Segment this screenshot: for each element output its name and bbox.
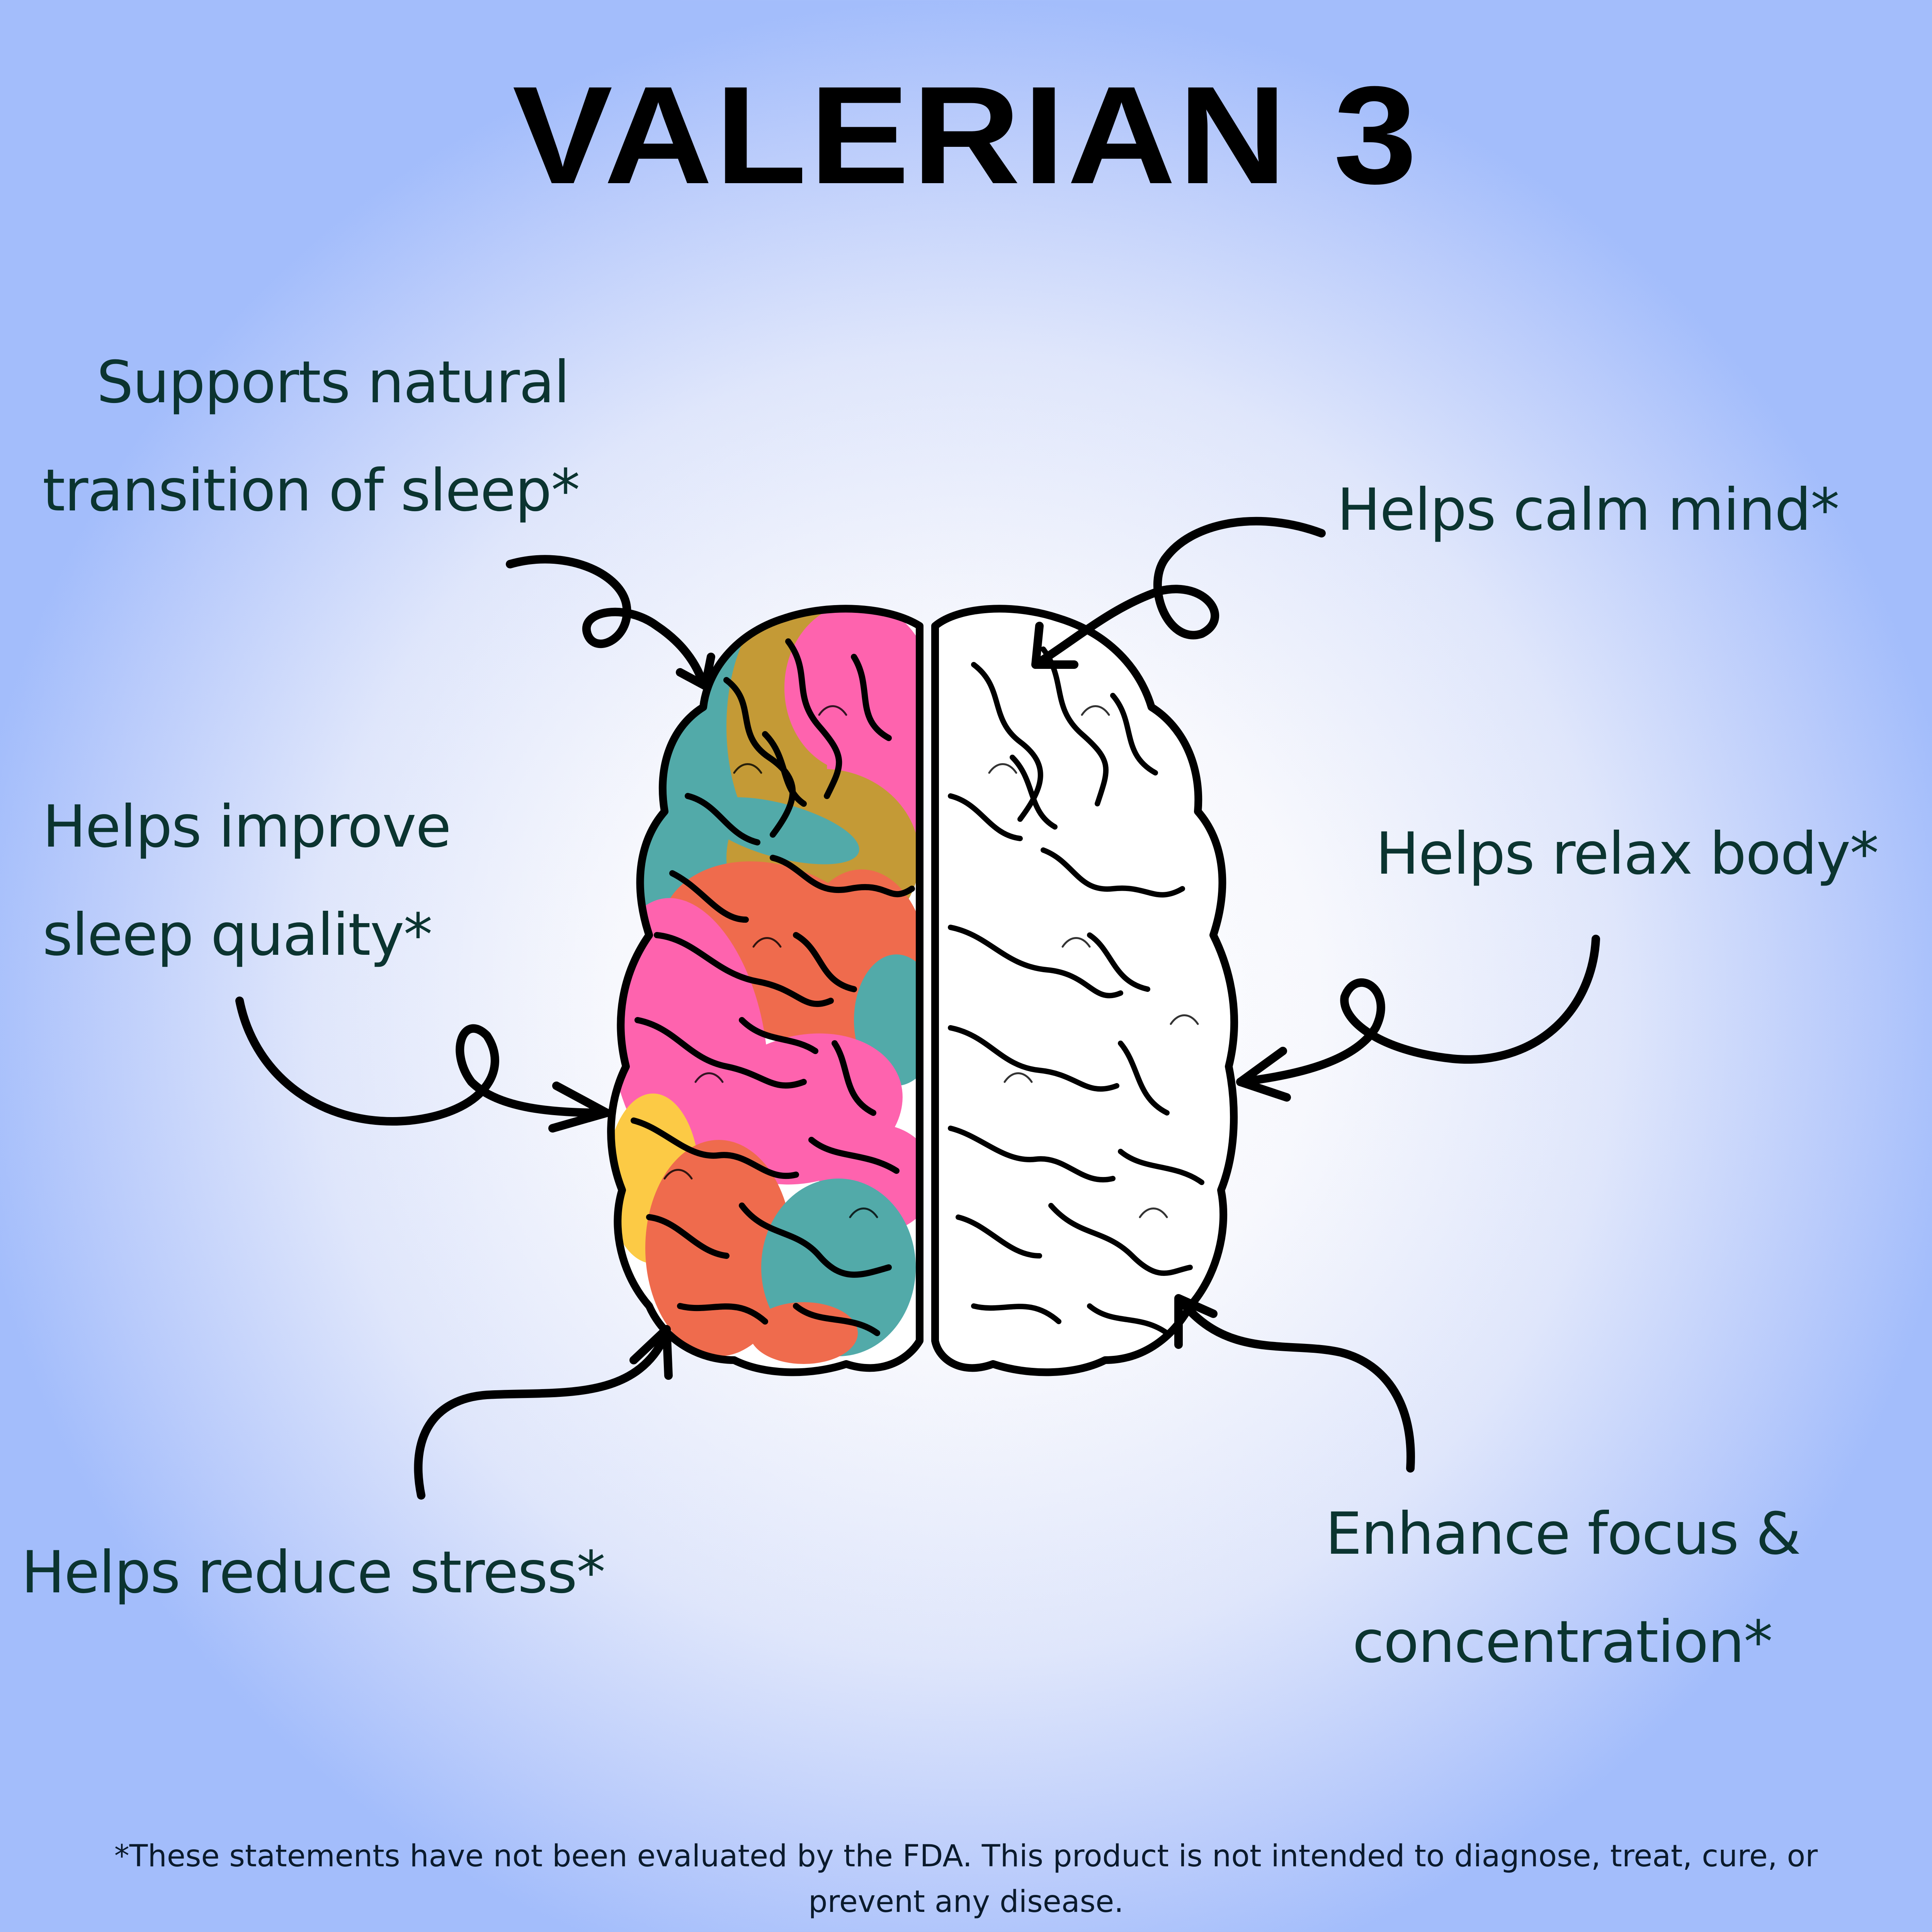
benefit-line: Helps improve [43, 793, 451, 861]
benefit-line: concentration* [1352, 1609, 1773, 1676]
benefit-line: Helps reduce stress* [21, 1539, 605, 1606]
fda-disclaimer: *These statements have not been evaluate… [0, 1833, 1932, 1925]
disclaimer-line: *These statements have not been evaluate… [114, 1839, 1818, 1874]
benefit-line: Helps relax body* [1376, 820, 1879, 888]
benefit-line: Helps calm mind* [1337, 476, 1840, 544]
benefit-relax-body: Helps relax body* [1376, 800, 1879, 908]
benefit-line: Supports natural [97, 349, 570, 416]
page-title: VALERIAN 3 [512, 58, 1420, 213]
left-hemisphere [607, 605, 923, 1376]
benefit-calm-mind: Helps calm mind* [1337, 456, 1840, 564]
arrow-natural-transition-icon [506, 555, 707, 688]
benefit-natural-transition: Supports natural transition of sleep* [43, 328, 580, 545]
arrow-calm-mind-icon [1031, 517, 1326, 669]
arrow-relax-body-icon [1236, 935, 1600, 1086]
benefit-line: transition of sleep* [43, 457, 580, 524]
arrow-sleep-quality-icon [235, 997, 611, 1126]
benefit-reduce-stress: Helps reduce stress* [21, 1519, 605, 1627]
benefit-line: sleep quality* [43, 901, 432, 969]
disclaimer-line: prevent any disease. [808, 1884, 1124, 1919]
benefit-sleep-quality: Helps improve sleep quality* [43, 773, 451, 989]
right-hemisphere [931, 605, 1238, 1376]
arrow-reduce-stress-icon [414, 1333, 669, 1500]
benefit-line: Enhance focus & [1325, 1500, 1801, 1568]
arrow-focus-icon [1178, 1298, 1415, 1473]
benefit-focus: Enhance focus & concentration* [1325, 1480, 1801, 1696]
